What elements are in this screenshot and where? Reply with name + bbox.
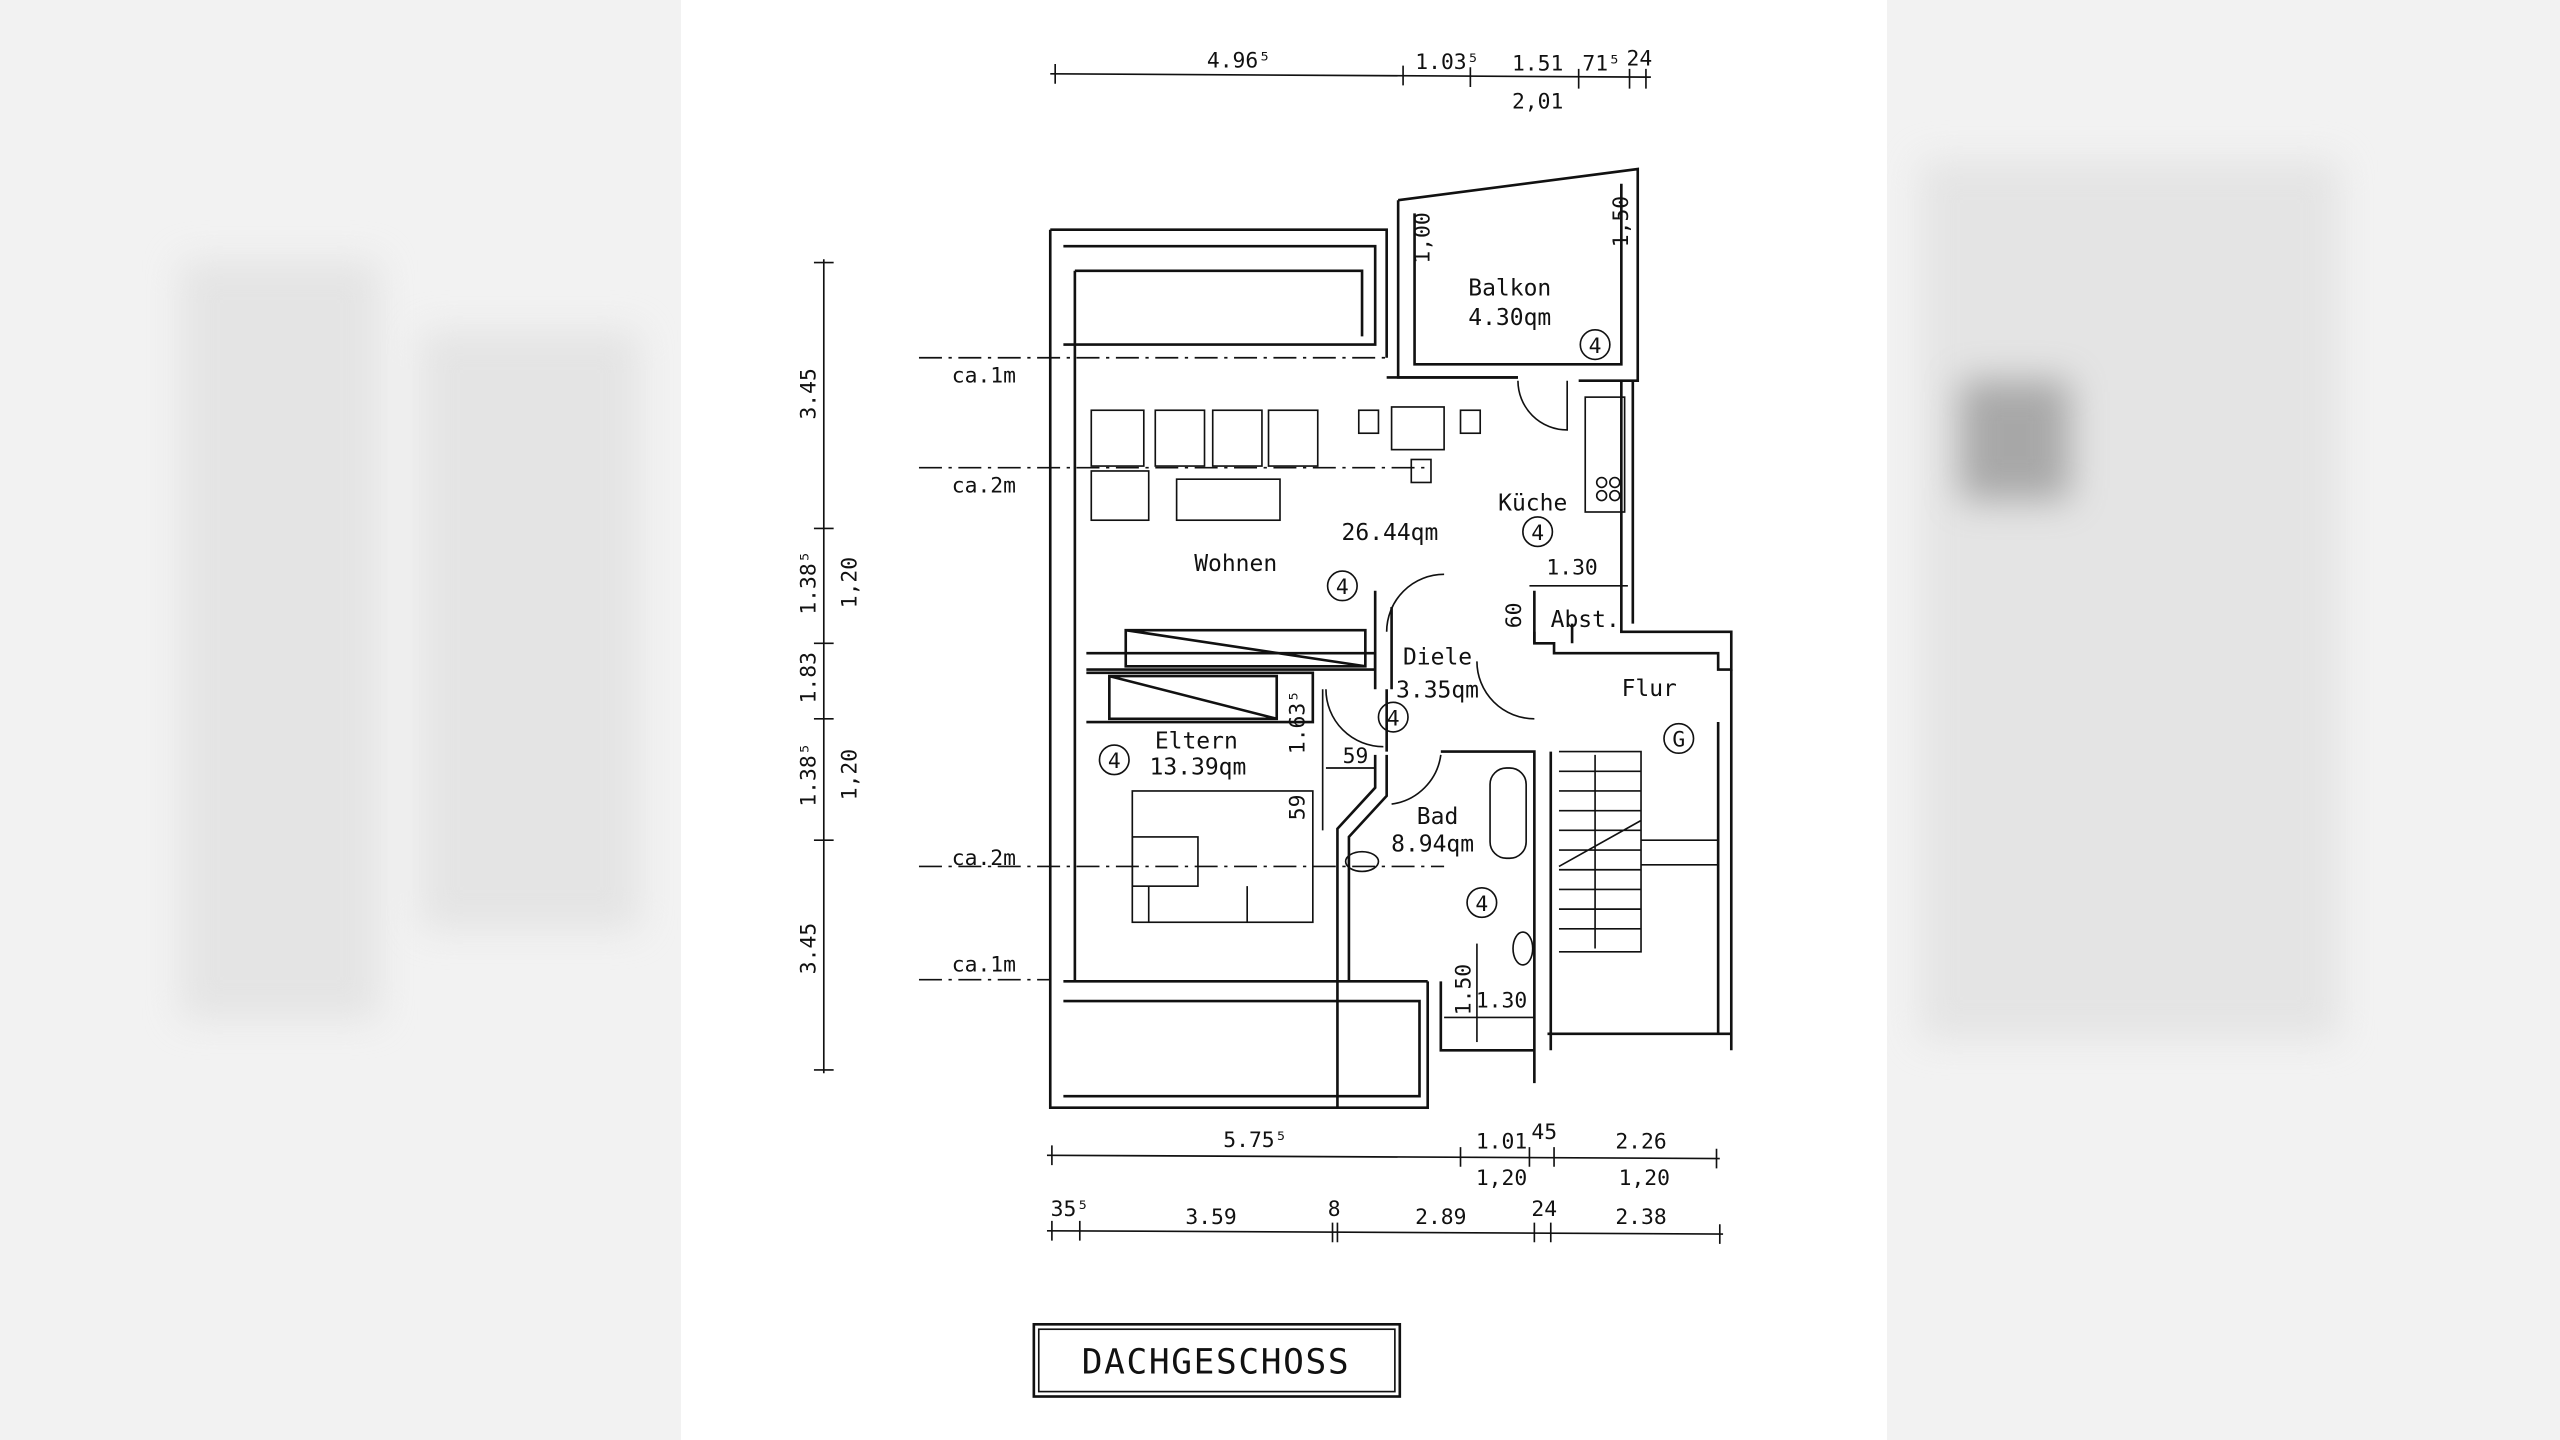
room-code: 4 xyxy=(1108,749,1121,774)
dim-label: 1.30 xyxy=(1476,989,1527,1014)
blurred-left-content xyxy=(180,260,380,1020)
ceiling-height-lines: ca.1m ca.2m ca.2m ca.1m xyxy=(918,356,1445,981)
room-kueche: Küche 4 1.30 60 xyxy=(1498,490,1628,628)
dim-label: 8 xyxy=(1328,1197,1341,1222)
left-dimension-chain: 3.45 1.38⁵ 1,20 1.83 1.38⁵ 1,20 3.45 xyxy=(797,259,863,1074)
dim-label: 24 xyxy=(1531,1197,1557,1222)
room-abstellraum: Abst. xyxy=(1551,607,1620,633)
top-dimension-chain: 4.96⁵ 1.03⁵ 1.51 71⁵ 24 2,01 xyxy=(1050,47,1653,114)
room-code: G xyxy=(1672,728,1685,753)
dim-label: 1,00 xyxy=(1410,212,1435,263)
blurred-right-content xyxy=(1920,160,2340,1040)
dim-label: 59 xyxy=(1286,795,1311,821)
room-area: 4.30qm xyxy=(1468,305,1551,331)
dim-label: 1.50 xyxy=(1451,964,1476,1015)
dim-label: 1.63⁵ xyxy=(1286,690,1311,754)
room-name: Abst. xyxy=(1551,607,1620,633)
room-name: Balkon xyxy=(1468,275,1551,301)
plan-title-box: DACHGESCHOSS xyxy=(1032,1322,1402,1398)
dim-label: 3.45 xyxy=(797,368,822,419)
room-flur: Flur G xyxy=(1622,676,1695,755)
room-diele: Diele 3.35qm 4 xyxy=(1377,645,1479,733)
dim-label: 2,01 xyxy=(1512,89,1563,114)
room-eltern: Eltern 13.39qm 4 1.63⁵ 59 59 xyxy=(1098,689,1376,831)
blurred-left-content xyxy=(420,330,640,930)
blurred-right-content xyxy=(1960,380,2070,500)
floor-plan-sheet xyxy=(681,0,1887,1440)
room-area: 8.94qm xyxy=(1391,832,1474,858)
room-area: 26.44qm xyxy=(1342,520,1439,546)
dim-label: 1.01 xyxy=(1476,1130,1527,1155)
ceiling-height-label: ca.1m xyxy=(952,952,1016,977)
dim-label: 2.89 xyxy=(1415,1205,1466,1230)
dim-label: 1.83 xyxy=(797,652,822,703)
dim-label: 45 xyxy=(1531,1120,1557,1145)
dim-label: 5.75⁵ xyxy=(1223,1128,1287,1153)
dim-label: 1.38⁵ xyxy=(797,550,822,614)
dim-label: 3.59 xyxy=(1185,1205,1236,1230)
dim-label: 59 xyxy=(1343,744,1369,769)
room-code: 4 xyxy=(1475,892,1488,917)
room-code: 4 xyxy=(1387,706,1400,731)
ceiling-height-label: ca.2m xyxy=(952,846,1016,871)
room-area: 13.39qm xyxy=(1150,755,1247,781)
dim-label: 1.30 xyxy=(1546,555,1597,580)
room-wohnen: Wohnen 26.44qm 4 xyxy=(1194,520,1439,602)
dim-label: 4.96⁵ xyxy=(1207,48,1271,73)
dim-label: 1,50 xyxy=(1609,196,1634,247)
dim-label: 1.51 xyxy=(1512,52,1563,77)
room-name: Bad xyxy=(1417,804,1459,830)
room-code: 4 xyxy=(1336,575,1349,600)
dim-label: 3.45 xyxy=(797,923,822,974)
dim-label: 2.26 xyxy=(1615,1130,1666,1155)
dim-label: 71⁵ xyxy=(1582,52,1621,77)
room-code: 4 xyxy=(1589,334,1602,359)
room-name: Diele xyxy=(1403,645,1472,671)
dim-label: 60 xyxy=(1502,603,1527,629)
dim-label: 2.38 xyxy=(1615,1205,1666,1230)
dim-label: 1,20 xyxy=(1476,1166,1527,1191)
dim-label: 1,20 xyxy=(838,749,863,800)
room-bad: Bad 8.94qm 4 1.50 1.30 xyxy=(1391,804,1535,1043)
room-area: 3.35qm xyxy=(1396,677,1479,703)
walls xyxy=(1048,167,1733,1110)
plan-title: DACHGESCHOSS xyxy=(1082,1343,1351,1383)
room-code: 4 xyxy=(1531,521,1544,546)
room-name: Eltern xyxy=(1155,728,1238,754)
room-name: Flur xyxy=(1622,676,1677,702)
dim-label: 1.03⁵ xyxy=(1415,50,1479,75)
dim-label: 1,20 xyxy=(838,557,863,608)
furniture xyxy=(1090,380,1719,966)
dim-label: 1.38⁵ xyxy=(797,742,822,806)
ceiling-height-label: ca.2m xyxy=(952,473,1016,498)
bottom-dimension-chain-1: 5.75⁵ 1.01 45 2.26 1,20 1,20 xyxy=(1046,1120,1720,1191)
bottom-dimension-chain-2: 35⁵ 3.59 8 2.89 24 2.38 xyxy=(1046,1197,1724,1244)
dim-label: 35⁵ xyxy=(1051,1197,1090,1222)
dim-label: 1,20 xyxy=(1619,1166,1670,1191)
ceiling-height-label: ca.1m xyxy=(952,363,1016,388)
dim-label: 24 xyxy=(1627,47,1653,72)
room-name: Küche xyxy=(1498,490,1567,516)
room-name: Wohnen xyxy=(1194,551,1277,577)
room-balkon: Balkon 4.30qm 1,00 1,50 4 xyxy=(1410,196,1634,361)
